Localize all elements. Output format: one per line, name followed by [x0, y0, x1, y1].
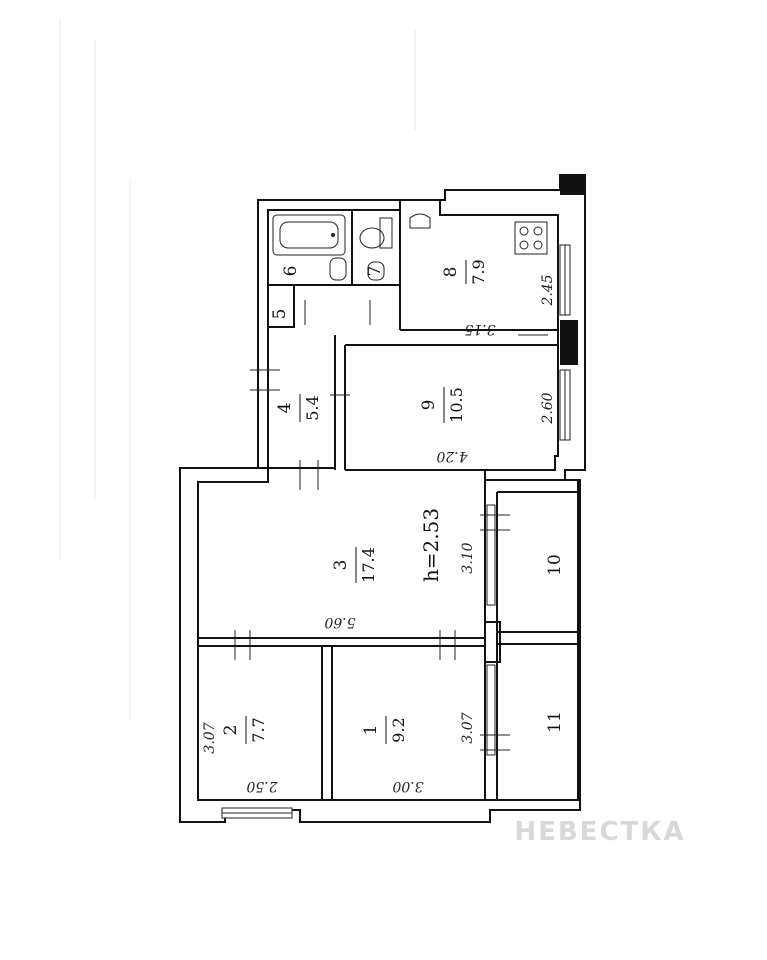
svg-text:9: 9: [419, 400, 439, 411]
stove-icon: [514, 221, 548, 255]
dim-3-07-mid: 3.07: [460, 712, 476, 743]
dim-2-45: 2.45: [540, 274, 556, 306]
partitions: [198, 210, 578, 800]
bathtub-icon: [272, 214, 346, 256]
room-11-number: 11: [545, 711, 565, 733]
svg-text:10.5: 10.5: [447, 387, 466, 423]
kitchen-sink-icon: [409, 213, 431, 229]
svg-text:9.2: 9.2: [389, 717, 408, 742]
svg-text:2: 2: [221, 725, 241, 736]
svg-text:1: 1: [361, 725, 381, 736]
room-1-label: 1 9.2: [361, 716, 408, 744]
room-4-label: 4 5.4: [275, 394, 322, 422]
sink-icon: [329, 257, 347, 281]
dim-3-15: 3.15: [464, 321, 495, 337]
svg-text:5.4: 5.4: [303, 395, 322, 420]
svg-text:8: 8: [441, 267, 461, 278]
svg-text:17.4: 17.4: [359, 547, 378, 583]
room-8-label: 8 7.9: [441, 259, 488, 284]
dim-3-07-left: 3.07: [202, 722, 218, 753]
windows: [221, 175, 585, 819]
window-room-3: [486, 504, 496, 606]
dim-3-00: 3.00: [392, 778, 423, 794]
toilet-icon: [359, 217, 393, 249]
room-5-number: 5: [270, 309, 290, 320]
ceiling-height: h=2.53: [419, 508, 443, 582]
fixtures: [272, 213, 548, 281]
svg-text:3: 3: [331, 560, 351, 571]
dim-5-60: 5.60: [324, 614, 355, 630]
room-7-number: 7: [365, 266, 385, 277]
svg-text:7.7: 7.7: [249, 717, 268, 742]
window-room-1: [486, 664, 496, 756]
svg-text:4: 4: [275, 403, 295, 414]
room-2-label: 2 7.7: [221, 716, 268, 744]
svg-text:7.9: 7.9: [469, 259, 488, 284]
outer-walls: [179, 174, 586, 823]
dim-2-60: 2.60: [540, 392, 556, 424]
door-marks: [234, 300, 548, 751]
room-10-number: 10: [545, 554, 565, 576]
dim-2-50: 2.50: [246, 778, 278, 794]
dim-4-20: 4.20: [436, 448, 468, 464]
dim-3-10: 3.10: [460, 542, 476, 573]
inner-outline: [197, 199, 579, 801]
scan-noise: [59, 20, 416, 720]
room-3-label: 3 17.4: [331, 547, 378, 583]
room-6-number: 6: [281, 266, 301, 277]
watermark-text: НЕВЕСТКА: [514, 817, 685, 847]
sink-icon-wc: [367, 261, 385, 281]
room-9-label: 9 10.5: [419, 387, 466, 423]
